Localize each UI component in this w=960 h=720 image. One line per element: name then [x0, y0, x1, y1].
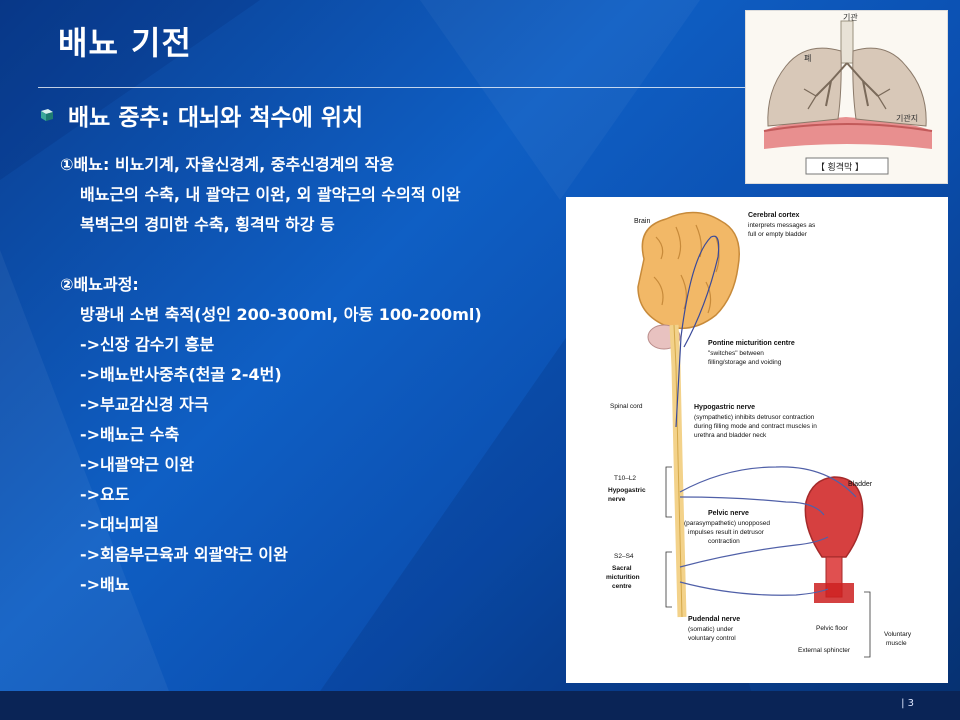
label-t10-l2: T10–L2 — [614, 475, 636, 482]
label-sacral-centre: micturition — [606, 574, 640, 581]
lung-drawing: 기관 폐 기관지 【 횡격막 】 — [763, 12, 933, 175]
lung-label-diaphragm: 【 횡격막 】 — [816, 161, 864, 172]
lung-label-lung: 폐 — [804, 53, 811, 63]
label-voluntary-muscle: Voluntary — [884, 631, 912, 638]
label-hypogastric-nerve: nerve — [608, 496, 626, 503]
text-line: 배뇨근의 수축, 내 괄약근 이완, 외 괄약근의 수의적 이완 — [80, 185, 461, 204]
label-pontine-desc: "switches" between — [708, 350, 764, 357]
label-voluntary-muscle: muscle — [886, 640, 907, 647]
label-pelvic-desc: (parasympathetic) unopposed — [684, 520, 770, 527]
label-cortex-desc: full or empty bladder — [748, 231, 808, 238]
label-sacral-centre: Sacral — [612, 565, 632, 572]
text-line: ->내괄약근 이완 — [80, 455, 194, 474]
label-s2-s4: S2–S4 — [614, 553, 634, 560]
text-line: ->배뇨근 수축 — [80, 425, 180, 444]
label-cortex-title: Cerebral cortex — [748, 212, 799, 219]
label-hypogastric-desc: (sympathetic) inhibits detrusor contract… — [694, 414, 815, 421]
lung-label-trachea: 기관 — [843, 12, 858, 22]
lung-label-bronchiole: 기관지 — [896, 113, 918, 123]
page-number: | 3 — [901, 698, 914, 709]
slide-title: 배뇨 기전 — [58, 24, 192, 62]
body-text: ①배뇨: 비뇨기계, 자율신경계, 중추신경계의 작용 배뇨근의 수축, 내 괄… — [60, 150, 482, 600]
label-hypogastric-desc: during filling mode and contract muscles… — [694, 423, 817, 430]
footer-bar — [0, 691, 960, 720]
label-pontine-desc: filling/storage and voiding — [708, 359, 782, 366]
text-line: ->요도 — [80, 485, 130, 504]
text-line: 복벽근의 경미한 수축, 횡격막 하강 등 — [80, 215, 335, 234]
text-line: ->배뇨 — [80, 575, 130, 594]
label-pudendal-desc: voluntary control — [688, 635, 736, 642]
text-line: ②배뇨과정: — [60, 275, 139, 294]
text-line: ->대뇌피질 — [80, 515, 159, 534]
label-pelvic-title: Pelvic nerve — [708, 510, 749, 517]
micturition-diagram: Brain Cerebral cortex interprets message… — [566, 197, 948, 683]
text-line: ->신장 감수기 흥분 — [80, 335, 215, 354]
text-line: ->배뇨반사중추(천골 2-4번) — [80, 365, 282, 384]
lung-illustration: 기관 폐 기관지 【 횡격막 】 — [745, 10, 948, 184]
label-cortex-desc: interprets messages as — [748, 222, 816, 229]
text-line: 방광내 소변 축적(성인 200-300ml, 아동 100-200ml) — [80, 305, 482, 324]
label-hypogastric-title: Hypogastric nerve — [694, 404, 755, 411]
label-pontine-title: Pontine micturition centre — [708, 340, 795, 347]
label-pelvic-floor: Pelvic floor — [816, 625, 849, 632]
text-line: ->회음부근육과 외괄약근 이완 — [80, 545, 288, 564]
title-divider — [38, 87, 748, 88]
label-hypogastric-desc: urethra and bladder neck — [694, 432, 767, 439]
label-spinal-cord: Spinal cord — [610, 403, 643, 410]
main-bullet: 배뇨 중추: 대뇌와 척수에 위치 — [40, 98, 363, 132]
cube-bullet-icon — [41, 109, 53, 121]
label-pudendal-desc: (somatic) under — [688, 626, 734, 633]
label-brain: Brain — [634, 218, 650, 225]
label-pudendal-title: Pudendal nerve — [688, 616, 740, 623]
micturition-drawing: Brain Cerebral cortex interprets message… — [606, 211, 912, 658]
label-sacral-centre: centre — [612, 583, 632, 590]
label-pelvic-desc: contraction — [708, 538, 740, 545]
main-bullet-text: 배뇨 중추: 대뇌와 척수에 위치 — [68, 105, 364, 131]
label-external-sphincter: External sphincter — [798, 647, 851, 654]
text-line: ->부교감신경 자극 — [80, 395, 209, 414]
label-pelvic-desc: impulses result in detrusor — [688, 529, 765, 536]
text-line: ①배뇨: 비뇨기계, 자율신경계, 중추신경계의 작용 — [60, 155, 395, 174]
label-bladder: Bladder — [848, 481, 873, 488]
label-hypogastric-nerve: Hypogastric — [608, 487, 646, 494]
